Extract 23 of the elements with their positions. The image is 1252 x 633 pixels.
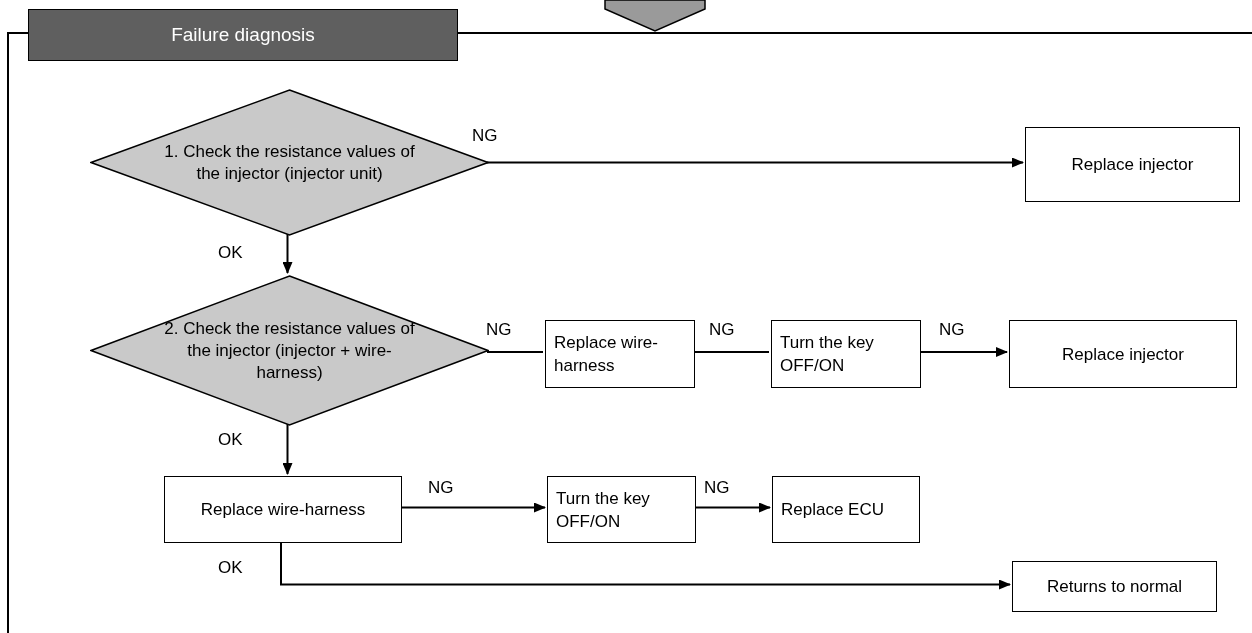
process-box: [1012, 561, 1217, 612]
box-text: Replace ECU: [781, 499, 884, 521]
box-text: Returns to normal: [1046, 576, 1183, 598]
process-box: [545, 320, 695, 388]
decision-text: 1. Check the resistance values of the injector (injector unit): [163, 140, 416, 185]
arrow: [282, 233, 293, 274]
box-text: Replace wire-harness: [554, 332, 659, 377]
process-box: [1009, 320, 1237, 388]
decision-text: 2. Check the resistance values of the injector (injector + wire-harness): [163, 317, 416, 384]
block-arrow: [604, 0, 706, 32]
box-text: Replace wire-harness: [200, 499, 366, 521]
section-tab: Failure diagnosis: [28, 9, 458, 61]
box-text: Replace injector: [1062, 343, 1184, 366]
box-text: Replace injector: [1071, 154, 1194, 176]
arrow: [282, 423, 293, 475]
process-box: [164, 476, 402, 543]
process-box: [547, 476, 696, 543]
process-box: [771, 320, 921, 388]
box-text: Turn the key OFF/ON: [556, 487, 651, 533]
box-text: Turn the key OFF/ON: [780, 332, 875, 377]
process-box: [772, 476, 920, 543]
process-box: [1025, 127, 1240, 202]
arrow: [486, 157, 1024, 168]
